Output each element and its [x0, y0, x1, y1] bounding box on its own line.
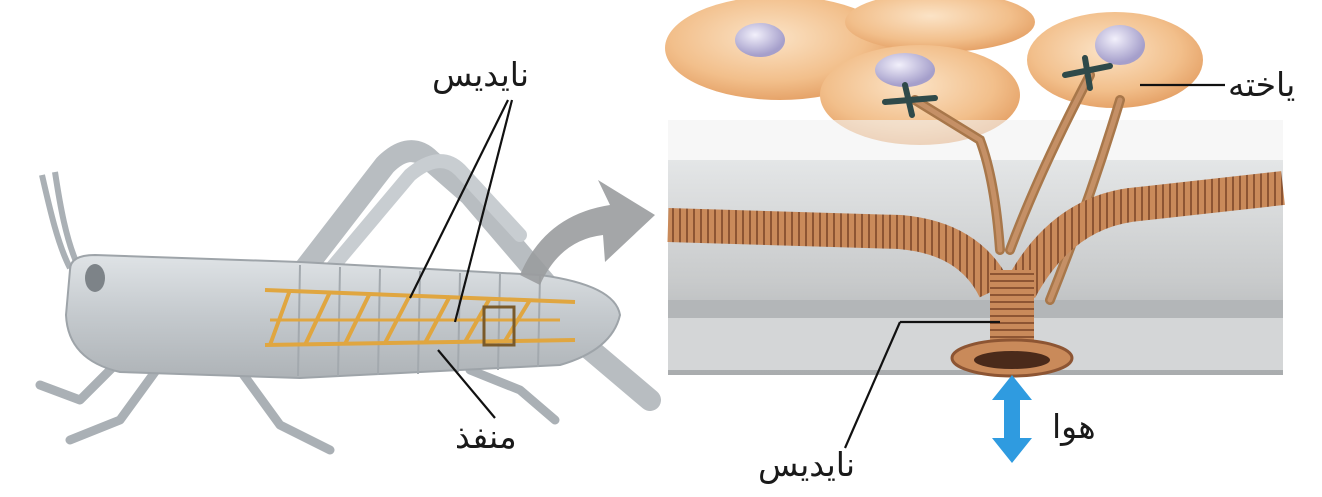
trachea-trunk — [990, 270, 1034, 350]
label-spiracle: منفذ — [455, 420, 517, 453]
zoom-arrow — [520, 180, 655, 285]
label-air: هوا — [1052, 410, 1096, 443]
label-trachea-top: نایدیس — [432, 58, 529, 91]
grasshopper-illustration — [40, 151, 650, 450]
magnified-tissue — [665, 0, 1283, 463]
label-cell: یاخته — [1228, 68, 1295, 101]
air-flow-arrow — [992, 375, 1032, 463]
label-trachea-bottom: نایدیس — [758, 448, 855, 481]
